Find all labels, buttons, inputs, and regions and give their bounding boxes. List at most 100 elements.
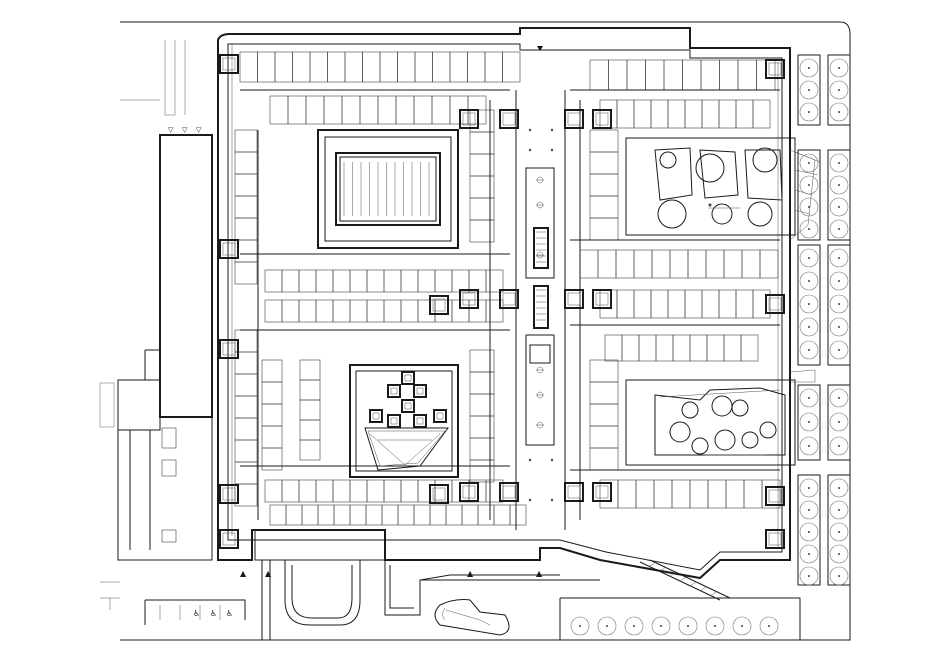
north-courtyard-block bbox=[317, 129, 459, 249]
tree bbox=[678, 616, 698, 636]
room bbox=[707, 479, 727, 509]
room bbox=[299, 399, 321, 421]
room bbox=[281, 479, 300, 503]
room bbox=[261, 381, 283, 405]
svg-text:▲: ▲ bbox=[536, 569, 543, 578]
room bbox=[292, 51, 311, 83]
planter bbox=[797, 54, 821, 126]
room bbox=[737, 59, 757, 91]
tree bbox=[651, 616, 671, 636]
room bbox=[743, 479, 763, 509]
room bbox=[234, 195, 258, 219]
room bbox=[468, 269, 487, 293]
room bbox=[400, 479, 419, 503]
tree bbox=[829, 317, 849, 337]
room bbox=[234, 151, 258, 175]
accessible-parking-icon: ♿ bbox=[210, 609, 217, 618]
tree bbox=[829, 58, 849, 78]
tree bbox=[799, 294, 819, 314]
room bbox=[299, 379, 321, 401]
room bbox=[239, 51, 258, 83]
stair-core bbox=[564, 482, 584, 502]
entrance-canopy-east bbox=[384, 560, 600, 616]
tree bbox=[799, 388, 819, 408]
column-marker bbox=[550, 458, 554, 462]
stair-core bbox=[219, 529, 239, 549]
parking-bay: ♿ ♿ ♿ bbox=[144, 560, 271, 640]
room bbox=[349, 269, 368, 293]
tree bbox=[829, 412, 849, 432]
roundabout bbox=[434, 599, 510, 636]
room bbox=[597, 249, 617, 279]
room bbox=[589, 359, 619, 383]
room bbox=[701, 99, 720, 129]
room bbox=[589, 151, 619, 175]
entrance-canopy-west bbox=[284, 560, 361, 626]
room bbox=[684, 289, 703, 319]
tree bbox=[799, 522, 819, 542]
stair-core bbox=[429, 295, 449, 315]
room bbox=[234, 439, 258, 463]
room bbox=[341, 95, 361, 125]
room bbox=[451, 269, 470, 293]
room bbox=[299, 359, 321, 381]
tree bbox=[799, 500, 819, 520]
tree bbox=[829, 522, 849, 542]
room bbox=[349, 299, 368, 323]
room bbox=[589, 217, 619, 241]
tree bbox=[799, 340, 819, 360]
skylight bbox=[401, 399, 415, 413]
tree bbox=[799, 153, 819, 173]
tree bbox=[799, 271, 819, 291]
room bbox=[383, 479, 402, 503]
planter bbox=[797, 474, 821, 586]
room bbox=[615, 249, 635, 279]
stair-core bbox=[499, 289, 519, 309]
room bbox=[234, 129, 258, 153]
room bbox=[735, 99, 754, 129]
tree bbox=[829, 248, 849, 268]
tree bbox=[829, 388, 849, 408]
column-marker bbox=[528, 148, 532, 152]
svg-text:▽: ▽ bbox=[196, 126, 202, 134]
room-grid bbox=[234, 51, 781, 526]
room bbox=[706, 334, 725, 362]
planter bbox=[797, 244, 821, 366]
room bbox=[359, 95, 379, 125]
central-corridor bbox=[515, 46, 566, 530]
room bbox=[635, 479, 655, 509]
room bbox=[234, 217, 258, 241]
room bbox=[234, 417, 258, 441]
room bbox=[669, 249, 689, 279]
skylight bbox=[433, 409, 447, 423]
tree bbox=[799, 317, 819, 337]
room bbox=[234, 261, 258, 285]
tree bbox=[829, 340, 849, 360]
room bbox=[414, 51, 433, 83]
room bbox=[617, 479, 637, 509]
room bbox=[298, 299, 317, 323]
stair-core bbox=[459, 482, 479, 502]
room bbox=[281, 269, 300, 293]
room bbox=[315, 299, 334, 323]
room bbox=[608, 59, 628, 91]
room bbox=[332, 479, 351, 503]
room bbox=[589, 381, 619, 405]
room bbox=[429, 504, 447, 526]
room bbox=[432, 51, 451, 83]
tree bbox=[799, 544, 819, 564]
room bbox=[682, 59, 702, 91]
building-outline bbox=[217, 27, 791, 580]
room bbox=[752, 99, 771, 129]
accessible-parking-icon: ♿ bbox=[226, 609, 233, 618]
room bbox=[234, 461, 258, 485]
room bbox=[377, 95, 397, 125]
column-marker bbox=[528, 458, 532, 462]
room bbox=[323, 95, 343, 125]
room bbox=[365, 504, 383, 526]
room bbox=[315, 269, 334, 293]
tree bbox=[829, 544, 849, 564]
tree bbox=[759, 616, 779, 636]
stair-core bbox=[219, 54, 239, 74]
